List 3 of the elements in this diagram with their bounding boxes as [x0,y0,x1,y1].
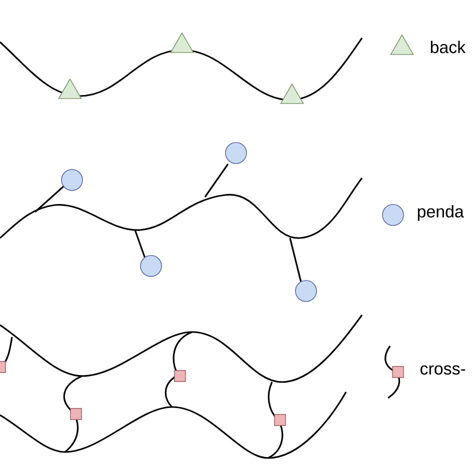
legend-label: back [430,40,466,54]
legend-label: cross- [420,365,466,375]
legend-label: penda [418,205,464,221]
